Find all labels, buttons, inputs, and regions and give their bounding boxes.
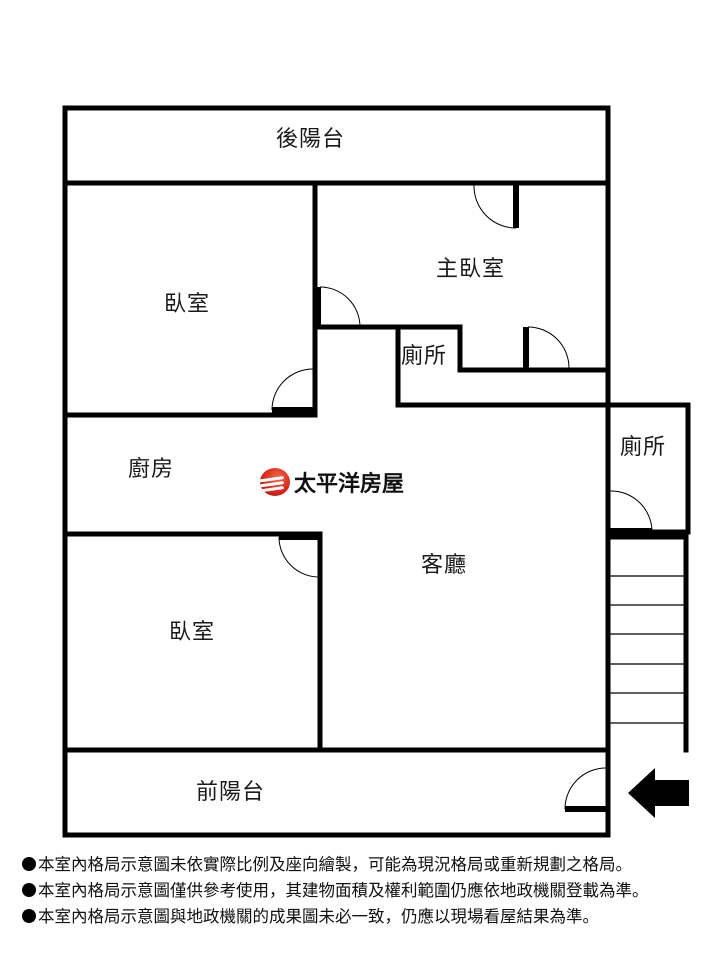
room-label-bedroom-1: 臥室 — [164, 292, 211, 317]
brand-logo: 太平洋房屋 — [260, 466, 404, 498]
brand-name: 太平洋房屋 — [294, 471, 405, 497]
room-label-bedroom-2: 臥室 — [169, 620, 216, 645]
bullet-icon — [22, 883, 36, 897]
room-label-kitchen: 廚房 — [128, 457, 175, 482]
room-label-living-room: 客廳 — [421, 553, 468, 578]
stairs — [610, 575, 684, 724]
room-label-toilet-2: 廁所 — [620, 435, 667, 460]
room-label-toilet-1: 廁所 — [401, 344, 448, 369]
room-label-master-bedroom: 主臥室 — [436, 257, 506, 282]
door-leaves — [272, 185, 652, 812]
room-label-front-balcony: 前陽台 — [196, 780, 266, 805]
room-label-rear-balcony: 後陽台 — [276, 127, 346, 152]
door-swings — [271, 184, 653, 810]
disclaimer-line: 本室內格局示意圖未依實際比例及座向繪製，可能為現況格局或重新規劃之格局。 — [22, 852, 720, 878]
outer-wall — [62, 105, 611, 838]
disclaimer: 本室內格局示意圖未依實際比例及座向繪製，可能為現況格局或重新規劃之格局。 本室內… — [22, 852, 720, 930]
walls — [62, 105, 691, 838]
arrow-left-icon — [628, 768, 689, 818]
bullet-icon — [22, 857, 36, 871]
disclaimer-line: 本室內格局示意圖與地政機關的成果圖未必一致，仍應以現場看屋結果為準。 — [22, 904, 720, 930]
bullet-icon — [22, 909, 36, 923]
disclaimer-line: 本室內格局示意圖僅供參考使用，其建物面積及權利範圍仍應依地政機關登載為準。 — [22, 878, 720, 904]
pacific-realty-logo-icon — [260, 468, 290, 496]
